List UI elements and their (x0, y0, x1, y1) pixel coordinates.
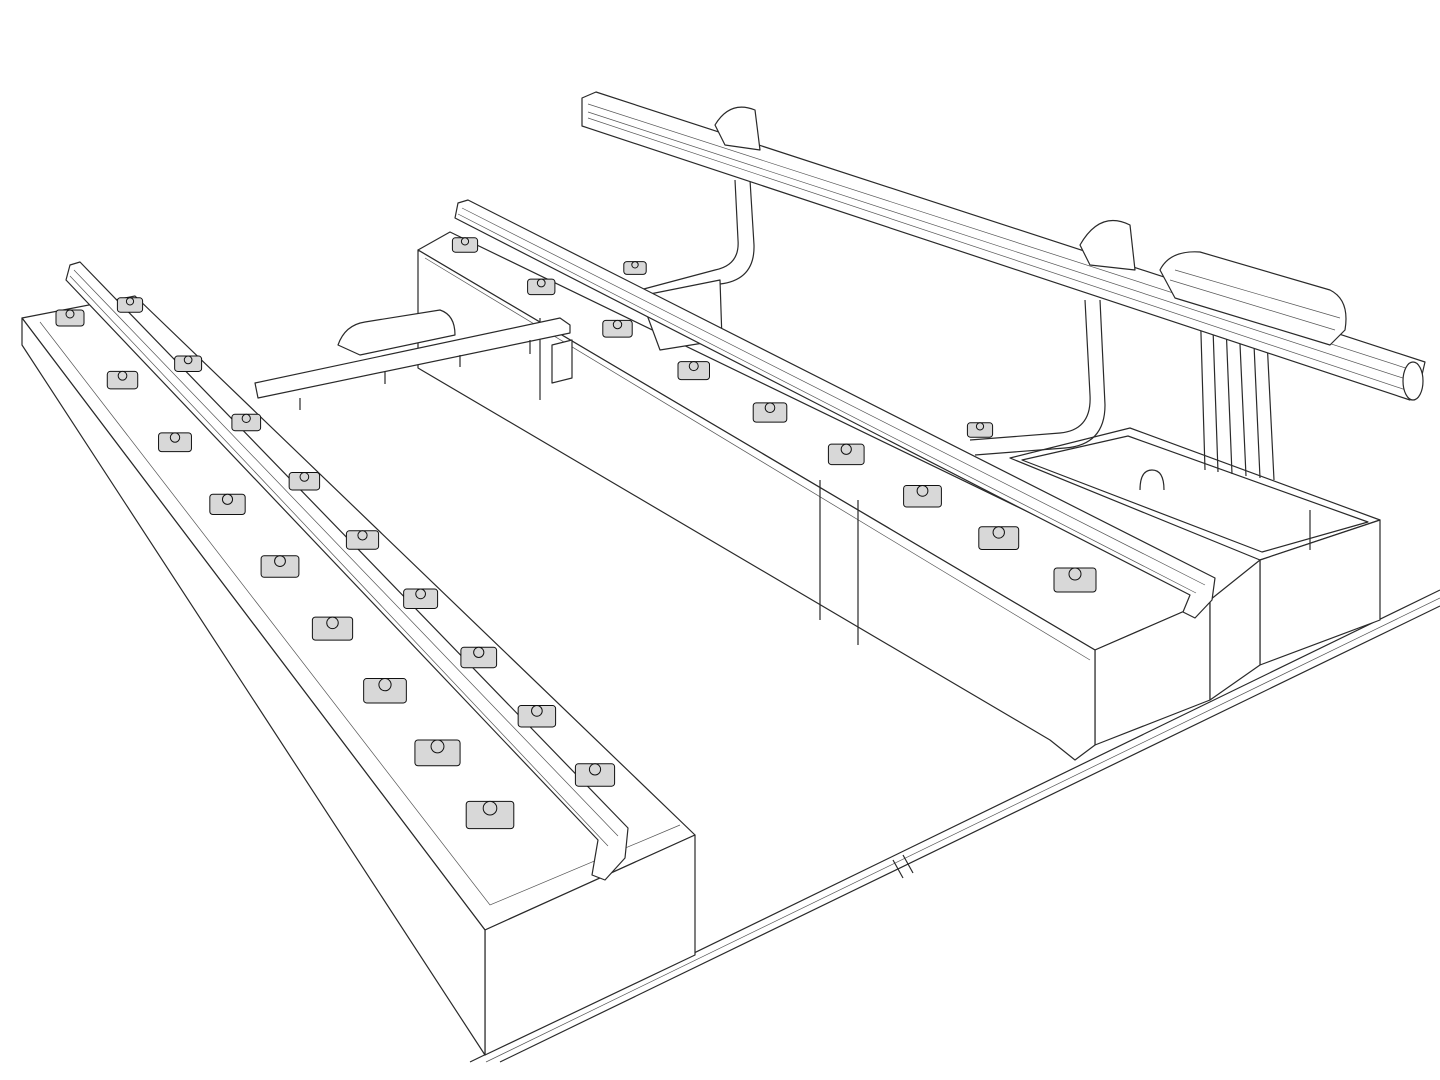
bolt-icon (482, 800, 498, 816)
bolt-icon (65, 309, 75, 319)
bolt-icon (916, 484, 929, 497)
left-rail (65, 261, 629, 881)
rail-fasteners (55, 237, 1097, 830)
conductor-rail (581, 91, 1426, 401)
bolt-icon (430, 739, 445, 754)
bolt-icon (221, 493, 234, 505)
bolt-icon (612, 319, 623, 330)
bolt-icon (378, 678, 392, 692)
bolt-icon (460, 237, 470, 246)
bolt-icon (840, 443, 852, 455)
bolt-icon (631, 261, 639, 269)
cable-box (1009, 427, 1381, 701)
bolt-icon (764, 402, 776, 414)
cross-bar (254, 309, 573, 410)
bolt-icon (688, 361, 699, 372)
bolt-icon (415, 588, 426, 600)
bolt-icon (588, 763, 602, 776)
left-concrete-slab (21, 295, 696, 1056)
bolt-icon (531, 705, 543, 717)
bolt-icon (274, 555, 286, 567)
bolt-icon (975, 422, 985, 431)
bolt-icon (1068, 567, 1082, 581)
bolt-icon (536, 278, 546, 288)
bolt-icon (125, 297, 135, 306)
bolt-icon (992, 526, 1005, 539)
bolt-icon (326, 616, 339, 630)
bolt-icon (169, 432, 181, 443)
bolt-icon (473, 646, 485, 659)
bolt-icon (241, 413, 251, 423)
bolt-icon (183, 355, 193, 365)
bolt-icon (357, 530, 368, 541)
bolt-icon (299, 472, 310, 482)
right-rail (454, 199, 1216, 619)
right-concrete-slab (417, 231, 1211, 761)
bolt-icon (117, 370, 128, 381)
